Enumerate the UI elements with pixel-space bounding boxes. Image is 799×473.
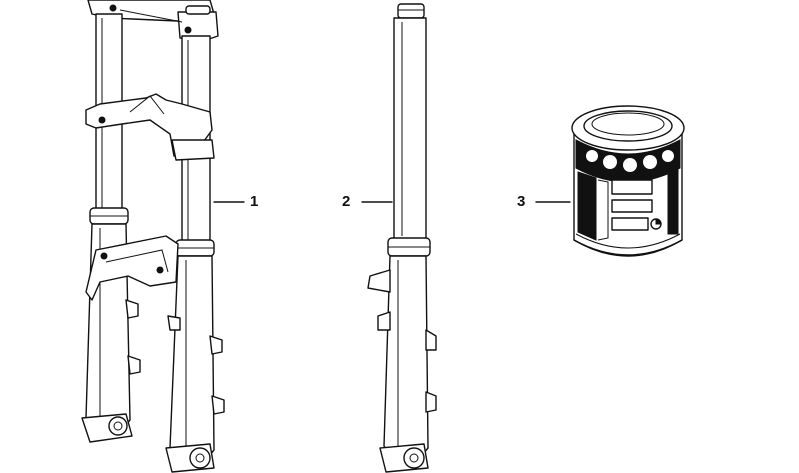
oil-can-illustration[interactable] (571, 105, 685, 257)
callout-2-label: 2 (342, 193, 351, 210)
callout-3-label: 3 (517, 193, 526, 210)
callout-1-label: 1 (250, 193, 259, 210)
fork-assembly-illustration[interactable] (81, 0, 225, 473)
fork-leg-illustration[interactable] (367, 3, 437, 473)
